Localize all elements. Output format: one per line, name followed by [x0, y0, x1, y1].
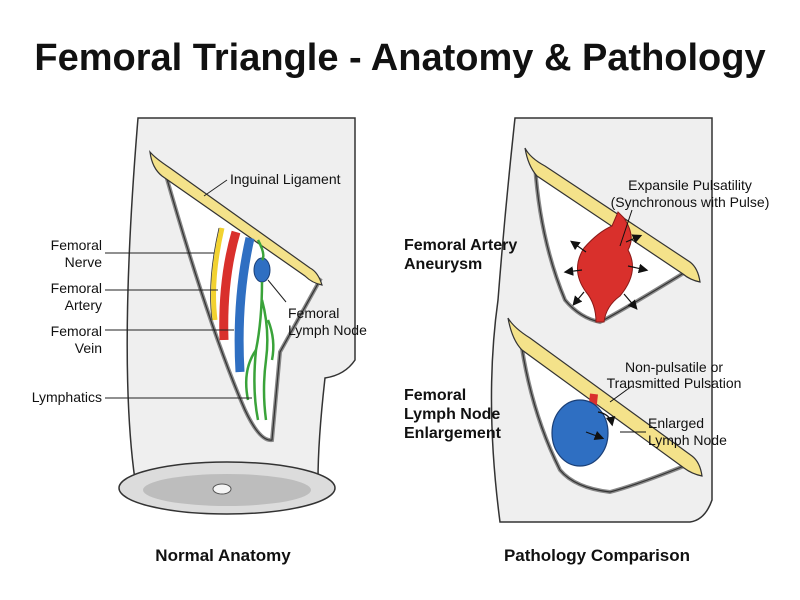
label-lymph-node-1: Femoral [288, 305, 339, 321]
aneurysm-title-2: Aneurysm [404, 256, 482, 273]
femur-marker [212, 483, 232, 495]
enlargement-note1-1: Non-pulsatile or [625, 359, 723, 375]
page-title: Femoral Triangle - Anatomy & Pathology [34, 37, 765, 79]
enlargement-note1-2: Transmitted Pulsation [607, 375, 742, 391]
femoral-vein [234, 237, 255, 373]
normal-anatomy-panel: Inguinal Ligament Femoral Nerve Femoral … [32, 117, 367, 565]
aneurysm-title-1: Femoral Artery [404, 237, 517, 254]
enlargement-title-1: Femoral [404, 387, 466, 404]
aneurysm-ligament [524, 147, 701, 283]
label-lymph-node-2: Lymph Node [288, 322, 367, 338]
femoral-nerve [211, 227, 225, 321]
enlargement-title-3: Enlargement [404, 425, 502, 442]
lymphatics [245, 239, 275, 421]
aneurysm-artery [577, 211, 633, 323]
label-vein-1: Femoral [51, 323, 102, 339]
enlargement-note2-2: Lymph Node [648, 432, 727, 448]
enlargement-note2-1: Enlarged [648, 415, 704, 431]
label-artery-1: Femoral [51, 280, 102, 296]
label-lymphatics: Lymphatics [32, 389, 102, 405]
label-nerve-1: Femoral [51, 237, 102, 253]
label-artery-2: Artery [65, 297, 102, 313]
aneurysm-note-1: Expansile Pulsatility [628, 177, 752, 193]
enlargement-ligament [507, 317, 703, 477]
enlarged-lymph-node [551, 399, 609, 467]
pulsatility-arrows [563, 234, 649, 310]
label-vein-2: Vein [75, 340, 102, 356]
enlargement-title-2: Lymph Node [404, 406, 500, 423]
aneurysm-note-2: (Synchronous with Pulse) [611, 194, 770, 210]
femoral-lymph-node [253, 257, 271, 283]
inguinal-ligament [149, 150, 323, 286]
caption-normal: Normal Anatomy [155, 546, 291, 565]
pathology-panel: Expansile Pulsatility (Synchronous with … [404, 117, 770, 565]
femoral-artery [219, 230, 241, 341]
transmitted-pulse-arrows [585, 411, 616, 440]
label-inguinal-ligament: Inguinal Ligament [230, 171, 341, 187]
caption-pathology: Pathology Comparison [504, 546, 690, 565]
label-nerve-2: Nerve [65, 254, 103, 270]
